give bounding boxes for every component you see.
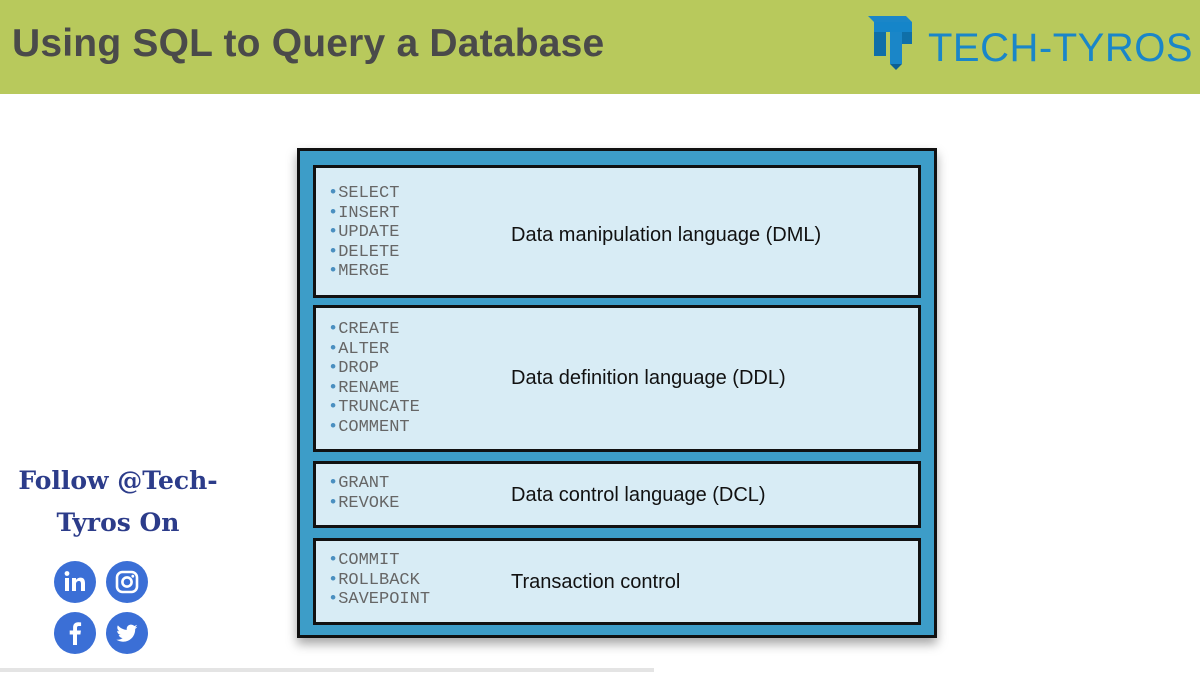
page-title: Using SQL to Query a Database [12, 22, 605, 65]
panel-label: Data definition language (DDL) [511, 367, 786, 389]
panel-dml: SELECT INSERT UPDATE DELETE MERGE Data m… [313, 165, 921, 298]
command-item: UPDATE [328, 223, 399, 243]
command-item: REVOKE [328, 494, 399, 514]
instagram-icon[interactable] [106, 561, 148, 603]
command-item: DROP [328, 359, 420, 379]
command-item: DELETE [328, 243, 399, 263]
panel-label: Data control language (DCL) [511, 484, 766, 506]
command-list: COMMIT ROLLBACK SAVEPOINT [328, 551, 430, 610]
facebook-icon[interactable] [54, 612, 96, 654]
brand-name: TECH-TYROS [928, 26, 1193, 70]
command-item: RENAME [328, 379, 420, 399]
panel-ddl: CREATE ALTER DROP RENAME TRUNCATE COMMEN… [313, 305, 921, 452]
command-item: TRUNCATE [328, 398, 420, 418]
command-item: ALTER [328, 340, 420, 360]
panel-transaction-control: COMMIT ROLLBACK SAVEPOINT Transaction co… [313, 538, 921, 625]
header-banner: Using SQL to Query a Database TECH-TYROS [0, 0, 1200, 94]
command-item: GRANT [328, 474, 399, 494]
tech-tyros-logo-icon [868, 16, 912, 70]
command-item: COMMIT [328, 551, 430, 571]
panel-label: Transaction control [511, 571, 681, 593]
command-item: SELECT [328, 184, 399, 204]
command-item: MERGE [328, 262, 399, 282]
command-item: CREATE [328, 320, 420, 340]
panel-dcl: GRANT REVOKE Data control language (DCL) [313, 461, 921, 528]
command-list: CREATE ALTER DROP RENAME TRUNCATE COMMEN… [328, 320, 420, 437]
panel-label: Data manipulation language (DML) [511, 224, 822, 246]
twitter-icon[interactable] [106, 612, 148, 654]
command-list: SELECT INSERT UPDATE DELETE MERGE [328, 184, 399, 282]
command-item: ROLLBACK [328, 571, 430, 591]
command-list: GRANT REVOKE [328, 474, 399, 513]
sql-categories-diagram: SELECT INSERT UPDATE DELETE MERGE Data m… [297, 148, 937, 638]
follow-line-2: Tyros On [56, 508, 180, 537]
command-item: SAVEPOINT [328, 590, 430, 610]
brand[interactable]: TECH-TYROS [866, 14, 1193, 78]
bottom-divider [0, 668, 654, 672]
follow-line-1: Follow @Tech- [18, 466, 218, 495]
linkedin-icon[interactable] [54, 561, 96, 603]
command-item: INSERT [328, 204, 399, 224]
command-item: COMMENT [328, 418, 420, 438]
follow-text: Follow @Tech- Tyros On [0, 460, 236, 544]
